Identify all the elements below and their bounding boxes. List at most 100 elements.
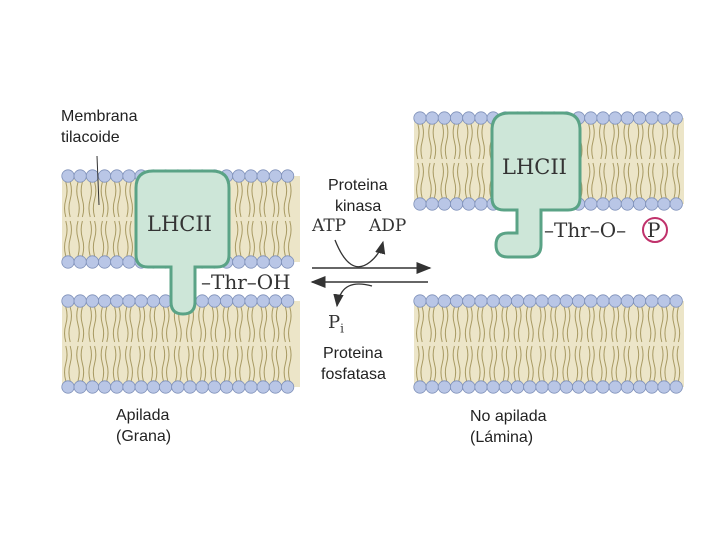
lipid-head bbox=[437, 294, 451, 308]
lipid-head bbox=[620, 294, 635, 308]
lipid-tail bbox=[664, 306, 668, 343]
lipid-tail bbox=[676, 123, 681, 160]
lipid-tail bbox=[129, 220, 133, 257]
lipid-tail bbox=[586, 345, 591, 382]
lipid-tail bbox=[68, 345, 72, 382]
thr-o-label: –Thr–O– bbox=[544, 218, 627, 242]
lipid-tail bbox=[88, 220, 92, 257]
lipid-tail bbox=[166, 306, 170, 343]
lipid-tail bbox=[64, 181, 68, 218]
lipid-tail bbox=[457, 345, 461, 382]
lipid-head bbox=[645, 197, 659, 211]
lipid-tail bbox=[76, 306, 80, 343]
lipid-tail bbox=[263, 220, 268, 257]
lipid-tail bbox=[481, 306, 485, 343]
lipid-tail bbox=[416, 162, 420, 199]
pi-release-curve bbox=[333, 283, 373, 308]
lipid-tail bbox=[623, 123, 627, 160]
phosphatase-label-line1: Proteina bbox=[323, 345, 383, 362]
lipid-tail bbox=[501, 345, 505, 382]
lipid-head bbox=[620, 197, 635, 211]
lipid-head bbox=[122, 169, 136, 183]
lipid-tail bbox=[161, 345, 166, 382]
lipid-head bbox=[620, 111, 635, 125]
lipid-tail bbox=[444, 123, 449, 160]
lipid-head bbox=[195, 380, 209, 394]
lipid-tail bbox=[574, 345, 579, 382]
lipid-tail bbox=[518, 306, 522, 343]
lipid-tail bbox=[623, 306, 627, 343]
lipid-tail bbox=[227, 345, 231, 382]
lipid-tail bbox=[234, 306, 239, 343]
lipid-head bbox=[110, 294, 124, 308]
lipid-tail bbox=[477, 123, 481, 160]
lipid-tail bbox=[586, 162, 591, 199]
lipid-tail bbox=[239, 220, 243, 257]
lipid-tail bbox=[416, 306, 420, 343]
lipid-tail bbox=[100, 181, 105, 218]
lipid-tail bbox=[288, 181, 292, 218]
lipid-tail bbox=[676, 162, 681, 199]
lipid-tail bbox=[615, 123, 620, 160]
lipid-head bbox=[268, 255, 282, 269]
lipid-tail bbox=[129, 345, 133, 382]
lipid-head bbox=[207, 294, 221, 308]
lipid-head bbox=[596, 380, 610, 394]
lipid-tail bbox=[493, 345, 498, 382]
bilayer-right-lower bbox=[413, 294, 684, 394]
lipid-tail bbox=[420, 345, 424, 382]
lipid-tail bbox=[275, 345, 280, 382]
lipid-tail bbox=[599, 123, 603, 160]
lipid-head bbox=[669, 111, 683, 125]
lipid-head bbox=[195, 294, 209, 308]
lipid-tail bbox=[457, 162, 461, 199]
lipid-tail bbox=[117, 181, 121, 218]
lipid-head bbox=[61, 169, 75, 183]
lipid-tail bbox=[263, 306, 268, 343]
lipid-head bbox=[159, 380, 173, 394]
lipid-tail bbox=[64, 306, 68, 343]
lipid-tail bbox=[481, 162, 485, 199]
lipid-head bbox=[584, 294, 598, 308]
lipid-tail bbox=[247, 345, 251, 382]
lipid-head bbox=[122, 380, 136, 394]
lipid-head bbox=[486, 380, 500, 394]
lipid-head bbox=[669, 380, 683, 394]
lipid-tail bbox=[92, 345, 97, 382]
lipid-head bbox=[498, 380, 512, 394]
lipid-tail bbox=[239, 345, 243, 382]
lipid-head bbox=[645, 294, 659, 308]
lipid-head bbox=[462, 294, 476, 308]
lipid-tail bbox=[259, 345, 263, 382]
lipid-tail bbox=[105, 220, 109, 257]
lipid-tail bbox=[125, 345, 129, 382]
lipid-tail bbox=[432, 345, 437, 382]
lipid-tail bbox=[271, 181, 275, 218]
lipid-head bbox=[584, 380, 598, 394]
lipid-head bbox=[620, 380, 635, 394]
lipid-tail bbox=[234, 220, 239, 257]
lipid-tail bbox=[481, 123, 485, 160]
lipid-head bbox=[85, 255, 100, 269]
lipid-head bbox=[220, 380, 234, 394]
lipid-tail bbox=[664, 123, 668, 160]
lipid-head bbox=[268, 294, 282, 308]
lipid-tail bbox=[611, 345, 615, 382]
lipid-tail bbox=[210, 345, 214, 382]
lipid-tail bbox=[513, 306, 518, 343]
lipid-tail bbox=[477, 162, 481, 199]
lipid-tail bbox=[599, 162, 603, 199]
lipid-head bbox=[171, 380, 185, 394]
lipid-tail bbox=[660, 162, 664, 199]
lipid-head bbox=[61, 255, 75, 269]
lipid-tail bbox=[432, 162, 437, 199]
phosphate-ring bbox=[642, 217, 668, 243]
lipid-head bbox=[280, 380, 295, 394]
lipid-tail bbox=[275, 306, 280, 343]
lipid-tail bbox=[117, 220, 121, 257]
lipid-tail bbox=[579, 306, 583, 343]
lipid-tail bbox=[271, 220, 275, 257]
lipid-head bbox=[669, 294, 683, 308]
lipid-head bbox=[657, 380, 671, 394]
lipid-tail bbox=[259, 220, 263, 257]
